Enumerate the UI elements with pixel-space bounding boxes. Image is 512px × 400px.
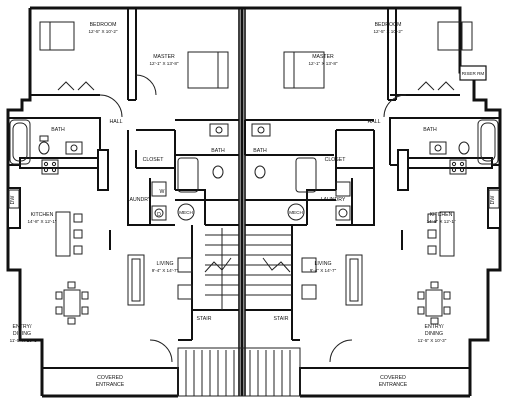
room-label-stair: STAIR bbox=[274, 316, 289, 322]
washer bbox=[151, 181, 167, 197]
shower bbox=[295, 157, 317, 193]
right-fixtures bbox=[245, 21, 500, 363]
room-label-entry: ENTRY/ bbox=[425, 324, 444, 330]
room-label-bedroom: BEDROOM bbox=[90, 22, 117, 28]
door-swing bbox=[329, 339, 353, 363]
toilet bbox=[458, 141, 470, 155]
washer bbox=[335, 181, 351, 197]
room-label-kitchen: KITCHEN bbox=[430, 212, 453, 218]
entry-steps bbox=[177, 347, 301, 397]
dryer bbox=[335, 205, 351, 221]
mech-unit bbox=[287, 203, 305, 221]
armchair bbox=[177, 257, 193, 273]
room-label-living: LIVING bbox=[156, 261, 173, 267]
sink bbox=[429, 141, 447, 155]
room-label-bath: BATH bbox=[423, 127, 437, 133]
bathtub bbox=[477, 119, 499, 165]
room-dims-master: 12'-1" X 13'-8" bbox=[308, 61, 337, 66]
room-dims-entry: 11'-5" X 10'-3" bbox=[418, 338, 447, 343]
range bbox=[41, 159, 59, 175]
room-label-master: MASTER bbox=[153, 54, 175, 60]
room-label-bedroom: BEDROOM bbox=[375, 22, 402, 28]
room-label-dining: DINING bbox=[13, 331, 31, 337]
room-label-laundry: LAUNDRY bbox=[127, 197, 152, 203]
closet-door bbox=[417, 81, 455, 91]
party-wall bbox=[238, 8, 246, 396]
bathtub bbox=[9, 119, 31, 165]
dishwasher bbox=[488, 189, 500, 209]
kitchen-island bbox=[55, 211, 71, 257]
shower bbox=[177, 157, 199, 193]
door-swing bbox=[383, 94, 407, 118]
room-label-living: LIVING bbox=[314, 261, 331, 267]
room-label-hall: HALL bbox=[368, 119, 381, 125]
stairs bbox=[204, 228, 239, 310]
label-dishwasher: DW bbox=[490, 196, 496, 205]
room-label-dining: DINING bbox=[425, 331, 443, 337]
mech-unit bbox=[177, 203, 195, 221]
right-labels: BEDROOM 12'-5" X 10'-2" MASTER 12'-1" X … bbox=[253, 22, 496, 388]
label-entrance: ENTRANCE bbox=[379, 382, 408, 388]
toilet bbox=[38, 141, 50, 155]
armchair bbox=[301, 284, 317, 300]
dining-table bbox=[425, 289, 443, 317]
room-label-master: MASTER bbox=[312, 54, 334, 60]
room-label-bath: BATH bbox=[51, 127, 65, 133]
room-dims-bedroom: 12'-5" X 10'-2" bbox=[373, 29, 402, 34]
label-covered: COVERED bbox=[380, 375, 406, 381]
room-label-hall: HALL bbox=[110, 119, 123, 125]
room-label-entry: ENTRY/ bbox=[13, 324, 32, 330]
door-swing bbox=[149, 339, 173, 363]
room-label-stair: STAIR bbox=[197, 316, 212, 322]
dryer bbox=[151, 205, 167, 221]
toilet bbox=[254, 165, 266, 179]
riser-room bbox=[459, 65, 487, 81]
closet-door bbox=[57, 81, 95, 91]
room-dims-master: 12'-1" X 13'-8" bbox=[149, 61, 178, 66]
stairs bbox=[245, 234, 292, 296]
label-washer: W bbox=[160, 189, 165, 195]
room-label-riser: RISER RM bbox=[462, 71, 485, 76]
label-covered: COVERED bbox=[97, 375, 123, 381]
kitchen-island bbox=[439, 211, 455, 257]
dishwasher bbox=[8, 189, 20, 209]
label-entrance: ENTRANCE bbox=[96, 382, 125, 388]
room-label-closet: CLOSET bbox=[325, 157, 347, 163]
label-dishwasher: DW bbox=[10, 196, 16, 205]
door-swing bbox=[135, 74, 157, 96]
room-dims-living: 9'-4" X 14'-7" bbox=[152, 268, 179, 273]
sofa bbox=[345, 254, 363, 306]
room-dims-living: 9'-4" X 14'-7" bbox=[310, 268, 337, 273]
sofa bbox=[127, 254, 145, 306]
room-label-mech: MECH bbox=[289, 210, 303, 215]
room-label-mech: MECH bbox=[179, 210, 193, 215]
label-dryer: D bbox=[157, 212, 161, 218]
room-dims-entry: 11'-5" X 10'-3" bbox=[10, 338, 39, 343]
room-label-closet: CLOSET bbox=[143, 157, 165, 163]
room-dims-kitchen: 14'-8" X 12'-1" bbox=[27, 219, 56, 224]
left-labels: BEDROOM 12'-5" X 10'-2" MASTER 12'-1" X … bbox=[10, 22, 225, 388]
sink bbox=[65, 141, 83, 155]
armchair bbox=[177, 284, 193, 300]
room-label-laundry: LAUNDRY bbox=[321, 197, 346, 203]
dining-table bbox=[63, 289, 81, 317]
room-label-master-bath: BATH bbox=[253, 148, 267, 154]
door-swing bbox=[99, 94, 123, 118]
toilet bbox=[212, 165, 224, 179]
room-label-kitchen: KITCHEN bbox=[31, 212, 54, 218]
room-label-master-bath: BATH bbox=[211, 148, 225, 154]
range bbox=[449, 159, 467, 175]
armchair bbox=[301, 257, 317, 273]
room-dims-kitchen: 14'-8" X 12'-1" bbox=[426, 219, 455, 224]
room-dims-bedroom: 12'-5" X 10'-2" bbox=[88, 29, 117, 34]
left-fixtures bbox=[8, 21, 239, 363]
